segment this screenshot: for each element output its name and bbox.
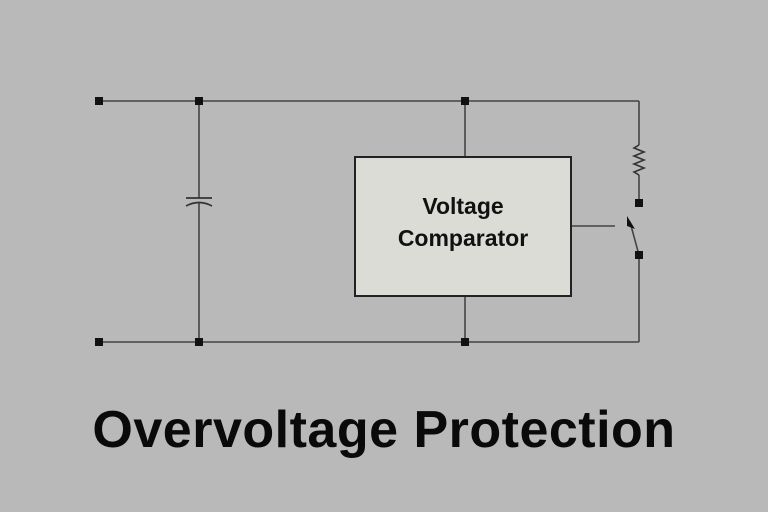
comparator-label-line2: Comparator xyxy=(397,225,529,251)
resistor-icon xyxy=(631,144,647,176)
switch-arrow-icon xyxy=(627,216,635,229)
capacitor-icon xyxy=(185,197,213,207)
junction-dots xyxy=(95,97,643,346)
comparator-label-line1: Voltage xyxy=(422,193,504,219)
diagram-title: Overvoltage Protection xyxy=(92,401,676,459)
comparator-label: Voltage Comparator xyxy=(355,190,571,254)
voltage-comparator-block xyxy=(354,156,572,297)
